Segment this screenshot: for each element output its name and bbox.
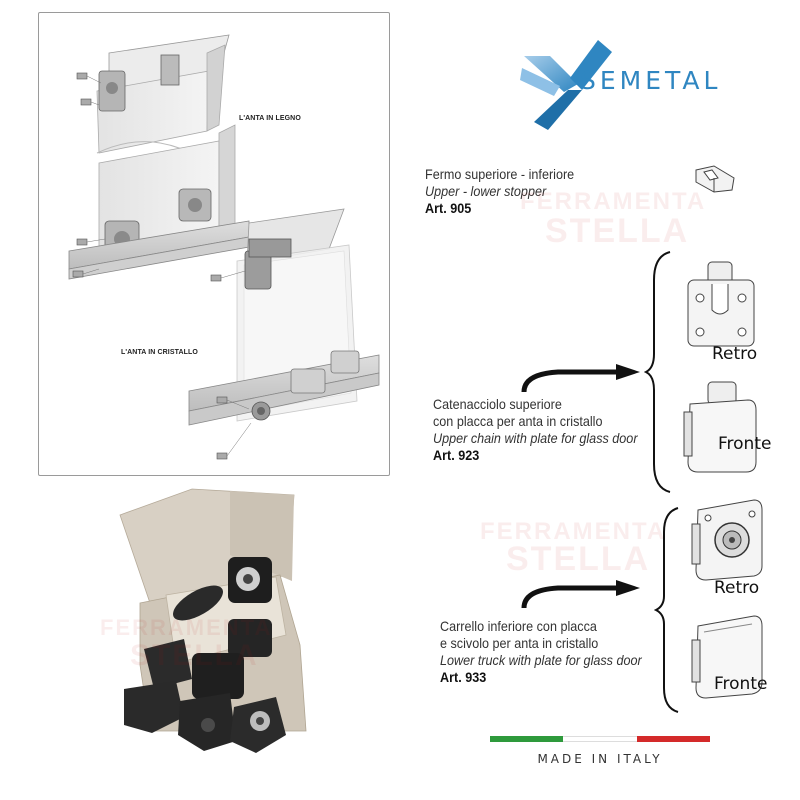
watermark-line2: STELLA: [130, 639, 259, 672]
product-photo: FERRAMENTA STELLA: [80, 485, 380, 795]
product-933-en: Lower truck with plate for glass door: [440, 652, 642, 668]
product-923-art: Art. 923: [433, 447, 480, 463]
product-933-it-1: Carrello inferiore con placca: [440, 618, 597, 634]
product-905-text: Fermo superiore - inferiore Upper - lowe…: [425, 166, 574, 217]
assembly-drawing: [68, 34, 380, 460]
lower-truck-front-image: [690, 612, 770, 709]
flag-red: [636, 736, 710, 742]
watermark-line2: STELLA: [545, 212, 690, 250]
product-923-it-2: con placca per anta in cristallo: [433, 413, 603, 429]
flag-white: [563, 736, 637, 742]
flag-green: [490, 736, 564, 742]
product-923-en: Upper chain with plate for glass door: [433, 430, 638, 446]
brand-wordmark: SEMETAL: [580, 66, 722, 95]
caption-wood-door: L'ANTA IN LEGNO: [239, 115, 301, 122]
upper-chain-retro-label: Retro: [712, 344, 758, 364]
semetal-logo: [520, 38, 775, 133]
product-933-art: Art. 933: [440, 669, 487, 685]
product-905-it: Fermo superiore - inferiore: [425, 166, 575, 182]
made-in-italy: MADE IN ITALY: [537, 752, 663, 766]
product-905-art: Art. 905: [425, 200, 472, 216]
watermark-line1: FERRAMENTA: [480, 518, 667, 545]
arrow-icon: [521, 364, 640, 393]
italian-flag-bar: [490, 736, 710, 742]
upper-chain-front-image: [682, 376, 762, 481]
stopper-icon: [692, 164, 738, 199]
watermark-line2: STELLA: [506, 540, 651, 578]
upper-chain-retro-image: [682, 258, 762, 359]
brace-icon: [654, 507, 679, 713]
arrow-icon: [521, 580, 640, 609]
lower-truck-retro-label: Retro: [714, 578, 760, 598]
product-933-text: Carrello inferiore con placca e scivolo …: [440, 618, 642, 686]
upper-chain-front-label: Fronte: [718, 434, 772, 454]
brace-icon: [644, 251, 671, 493]
product-933-it-2: e scivolo per anta in cristallo: [440, 635, 599, 651]
caption-glass-door: L'ANTA IN CRISTALLO: [121, 349, 198, 356]
product-923-text: Catenacciolo superiore con placca per an…: [433, 396, 638, 464]
watermark-line1: FERRAMENTA: [100, 615, 273, 640]
technical-drawing-panel: L'ANTA IN LEGNO L'ANTA IN CRISTALLO: [38, 12, 390, 476]
product-905-en: Upper - lower stopper: [425, 183, 547, 199]
watermark-line1: FERRAMENTA: [520, 188, 707, 215]
product-923-it-1: Catenacciolo superiore: [433, 396, 562, 412]
lower-truck-retro-image: [690, 496, 770, 593]
lower-truck-front-label: Fronte: [714, 674, 768, 694]
